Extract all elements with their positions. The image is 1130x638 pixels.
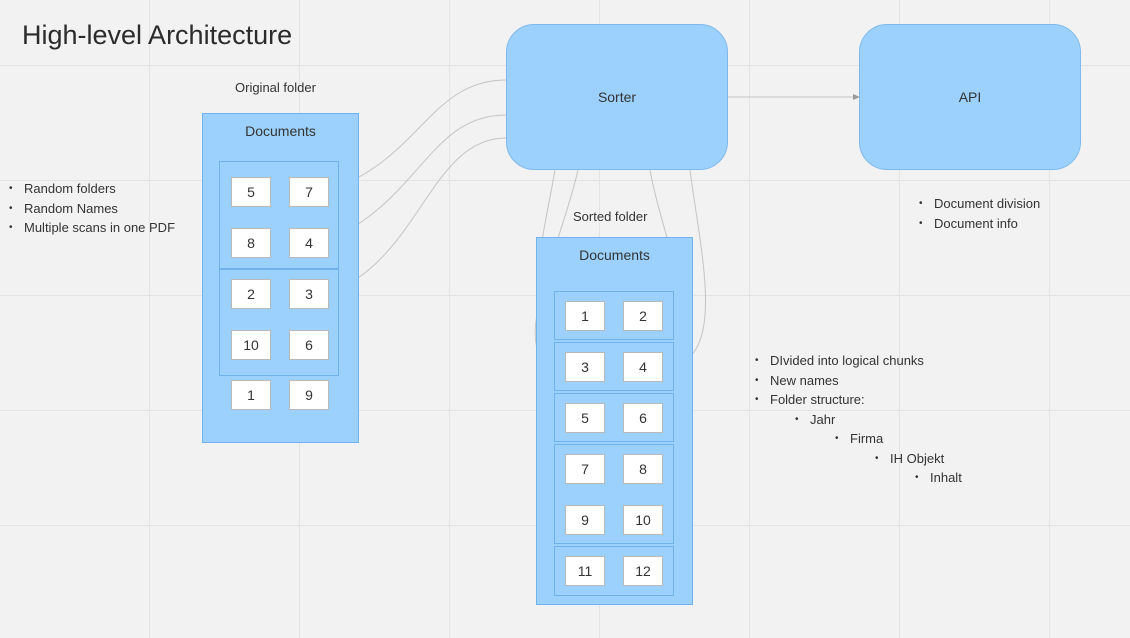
note-item: Document info bbox=[919, 214, 1040, 234]
connector-doc7-sorter bbox=[328, 79, 507, 191]
api-node[interactable]: API bbox=[859, 24, 1081, 170]
note-item: IH Objekt bbox=[875, 449, 962, 469]
sorter-node[interactable]: Sorter bbox=[506, 24, 728, 170]
doc-card[interactable]: 1 bbox=[231, 380, 271, 410]
note-item: New names bbox=[755, 371, 962, 391]
sorted-folder-title: Documents bbox=[579, 247, 650, 263]
doc-card[interactable]: 10 bbox=[623, 505, 663, 535]
doc-card[interactable]: 4 bbox=[289, 228, 329, 258]
doc-card[interactable]: 4 bbox=[623, 352, 663, 382]
note-item: Random Names bbox=[9, 199, 175, 219]
connector-doc3-sorter bbox=[328, 137, 507, 294]
sorted-folder[interactable]: Documents 1 2 3 4 5 6 7 8 9 10 11 12 bbox=[536, 237, 693, 605]
doc-card[interactable]: 3 bbox=[289, 279, 329, 309]
note-item: Jahr bbox=[795, 410, 962, 430]
note-item: Inhalt bbox=[915, 468, 962, 488]
note-item: Multiple scans in one PDF bbox=[9, 218, 175, 238]
doc-card[interactable]: 2 bbox=[231, 279, 271, 309]
original-group-1 bbox=[219, 161, 339, 269]
sorted-group-4 bbox=[554, 444, 674, 544]
original-folder[interactable]: Documents 5 7 8 4 2 3 10 6 1 9 bbox=[202, 113, 359, 443]
note-item: Firma bbox=[835, 429, 962, 449]
doc-card[interactable]: 10 bbox=[231, 330, 271, 360]
doc-card[interactable]: 7 bbox=[565, 454, 605, 484]
doc-card[interactable]: 9 bbox=[565, 505, 605, 535]
original-group-2 bbox=[219, 269, 339, 376]
doc-card[interactable]: 2 bbox=[623, 301, 663, 331]
doc-card[interactable]: 5 bbox=[231, 177, 271, 207]
doc-card[interactable]: 9 bbox=[289, 380, 329, 410]
api-notes: Document division Document info bbox=[919, 194, 1040, 233]
sorted-folder-caption: Sorted folder bbox=[573, 209, 648, 224]
sorted-group-2 bbox=[554, 342, 674, 391]
original-folder-caption: Original folder bbox=[235, 80, 316, 95]
original-folder-notes: Random folders Random Names Multiple sca… bbox=[9, 179, 175, 238]
doc-card[interactable]: 1 bbox=[565, 301, 605, 331]
note-item: Random folders bbox=[9, 179, 175, 199]
doc-card[interactable]: 8 bbox=[231, 228, 271, 258]
doc-card[interactable]: 8 bbox=[623, 454, 663, 484]
sorted-group-1 bbox=[554, 291, 674, 340]
arrowhead-api bbox=[853, 94, 860, 100]
doc-card[interactable]: 6 bbox=[289, 330, 329, 360]
note-item: Document division bbox=[919, 194, 1040, 214]
doc-card[interactable]: 12 bbox=[623, 556, 663, 586]
sorted-group-3 bbox=[554, 393, 674, 442]
sorted-folder-notes: DIvided into logical chunks New names Fo… bbox=[755, 351, 962, 488]
doc-card[interactable]: 6 bbox=[623, 403, 663, 433]
connector-doc4-sorter bbox=[328, 114, 507, 241]
page-title: High-level Architecture bbox=[22, 20, 293, 50]
original-folder-title: Documents bbox=[245, 123, 316, 139]
doc-card[interactable]: 11 bbox=[565, 556, 605, 586]
doc-card[interactable]: 5 bbox=[565, 403, 605, 433]
note-item: DIvided into logical chunks bbox=[755, 351, 962, 371]
note-item: Folder structure: bbox=[755, 390, 962, 410]
doc-card[interactable]: 7 bbox=[289, 177, 329, 207]
doc-card[interactable]: 3 bbox=[565, 352, 605, 382]
sorted-group-5 bbox=[554, 546, 674, 596]
